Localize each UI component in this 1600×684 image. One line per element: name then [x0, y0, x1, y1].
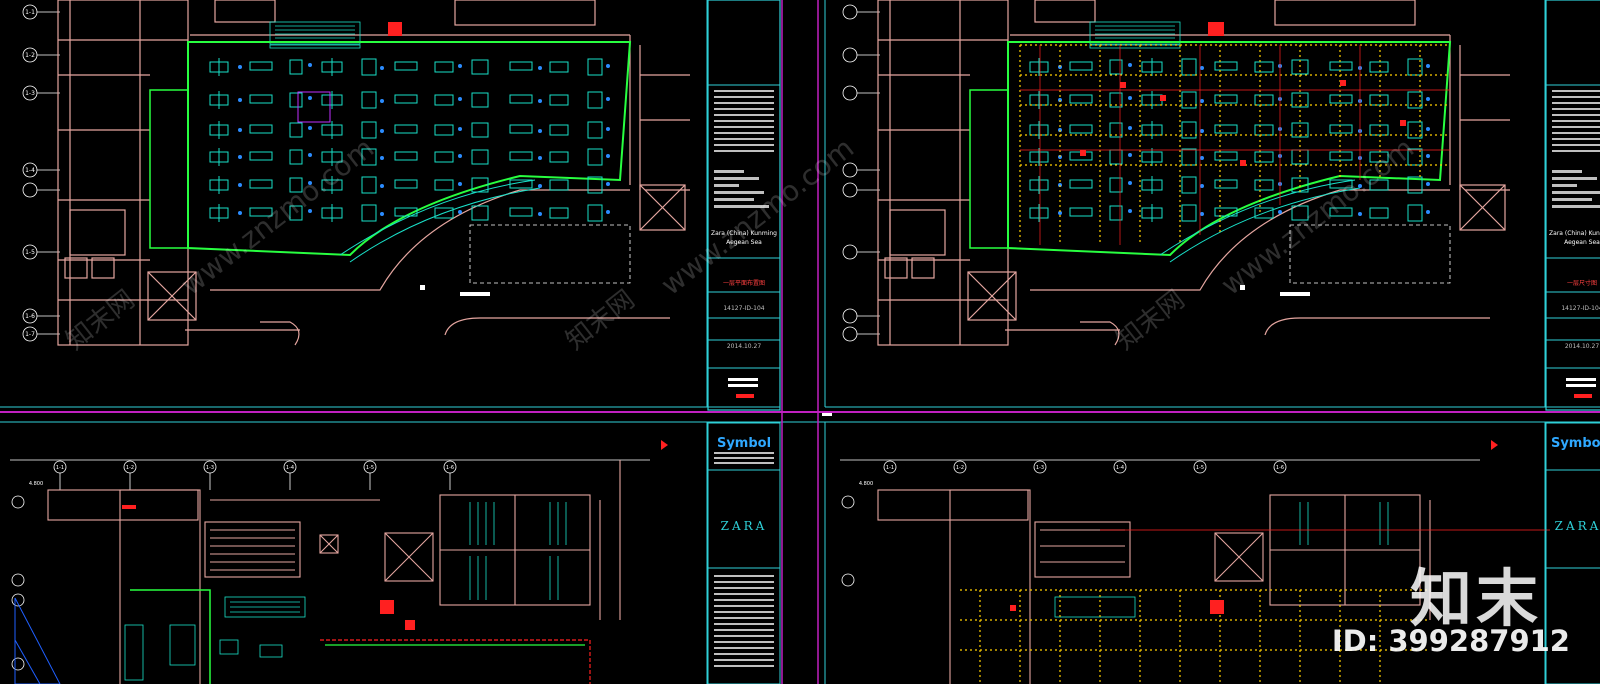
svg-text:1-3: 1-3: [206, 465, 214, 471]
drawing-bottom-right[interactable]: 1-1 1-2 1-3 1-4 1-5 1-6 4.800: [840, 440, 1550, 684]
svg-text:1-4: 1-4: [25, 167, 35, 174]
svg-text:2014.10.27: 2014.10.27: [1565, 343, 1600, 350]
image-id-watermark: ID: 399287912: [1331, 624, 1570, 658]
svg-text:4.800: 4.800: [29, 481, 43, 487]
svg-text:1-5: 1-5: [25, 249, 35, 256]
svg-text:1-2: 1-2: [956, 465, 964, 471]
title-block-top-right: Zara (China) Kunming Aegean Sea 一层尺寸图 14…: [1545, 0, 1600, 411]
svg-text:1-6: 1-6: [446, 465, 454, 471]
svg-text:ZARA: ZARA: [1555, 519, 1600, 533]
client-logo: ZARA: [721, 519, 768, 533]
svg-text:Symbol: Symbol: [1551, 436, 1600, 451]
drawing-floor-plan-layout[interactable]: 1-1 1-2 1-3 1-4 1-5 1-6 1-7: [22, 0, 691, 346]
svg-text:1-1: 1-1: [25, 9, 35, 16]
svg-text:1-3: 1-3: [1036, 465, 1044, 471]
svg-text:1-5: 1-5: [366, 465, 374, 471]
svg-text:1-6: 1-6: [25, 313, 35, 320]
svg-text:14127-ID-104: 14127-ID-104: [1561, 305, 1600, 312]
drawing-date: 2014.10.27: [727, 343, 762, 350]
svg-text:1-2: 1-2: [25, 52, 35, 59]
title-block-bottom-right: Symbol ZARA: [1545, 422, 1600, 684]
company-logo: Symbol: [717, 436, 771, 451]
drawing-title: 一层平面布置图: [723, 279, 765, 287]
svg-text:1-2: 1-2: [126, 465, 134, 471]
svg-text:1-5: 1-5: [1196, 465, 1204, 471]
brand-watermark-logo: 知末: [1409, 562, 1542, 635]
svg-text:Zara (China) Kunming: Zara (China) Kunming: [1549, 230, 1600, 237]
svg-text:Aegean Sea: Aegean Sea: [1564, 239, 1600, 246]
svg-text:1-4: 1-4: [1116, 465, 1124, 471]
svg-text:一层尺寸图: 一层尺寸图: [1567, 279, 1597, 287]
drawing-number: 14127-ID-104: [723, 305, 764, 312]
svg-text:4.800: 4.800: [859, 481, 873, 487]
drawing-bottom-left[interactable]: 1-1 1-2 1-3 1-4 1-5 1-6 4.800: [10, 440, 668, 684]
axis-labels-left: 1-1 1-2 1-3 1-4 1-5 1-6 1-7: [25, 9, 35, 338]
svg-text:1-1: 1-1: [886, 465, 894, 471]
title-block-bottom-left: Symbol ZARA: [707, 422, 781, 684]
svg-text:1-1: 1-1: [56, 465, 64, 471]
drawing-floor-plan-dimensions[interactable]: [842, 0, 1511, 346]
svg-text:1-7: 1-7: [25, 331, 35, 338]
title-block-top-left: Zara (China) Kunming Aegean Sea 一层平面布置图 …: [707, 0, 781, 411]
svg-text:1-4: 1-4: [286, 465, 294, 471]
project-name-line1: Zara (China) Kunming: [711, 230, 777, 237]
svg-text:1-6: 1-6: [1276, 465, 1284, 471]
project-name-line2: Aegean Sea: [726, 239, 762, 246]
svg-text:1-3: 1-3: [25, 90, 35, 97]
